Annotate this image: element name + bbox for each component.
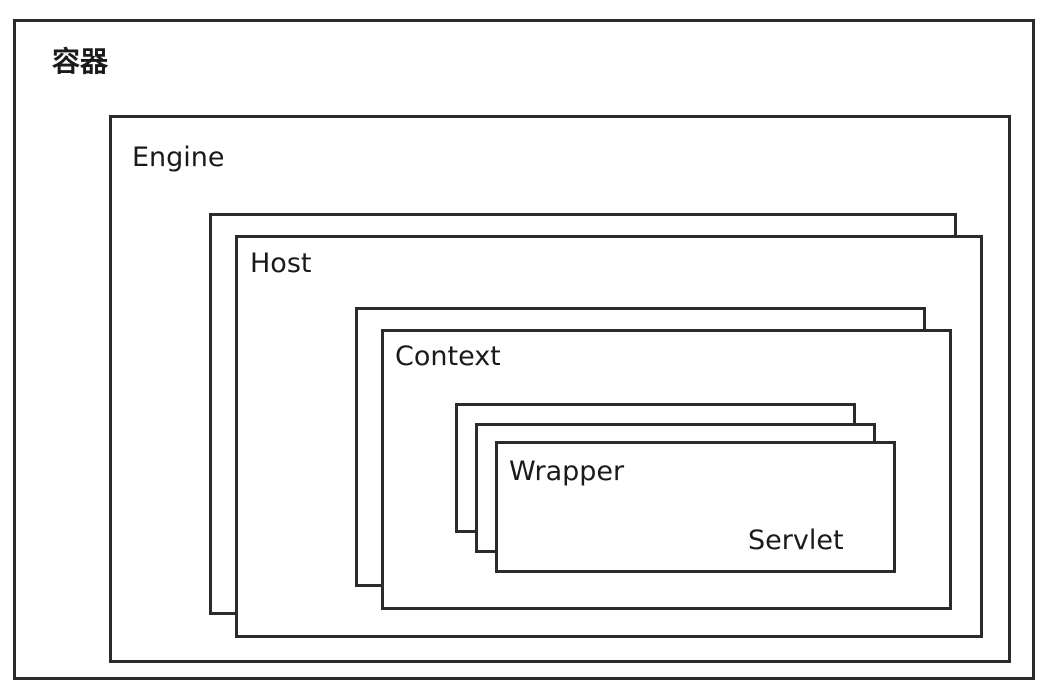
- context-label: Context: [395, 341, 501, 372]
- wrapper-label: Wrapper: [509, 456, 625, 487]
- wrapper-box: Wrapper Servlet: [495, 441, 896, 573]
- host-label: Host: [250, 248, 312, 279]
- engine-label: Engine: [132, 142, 225, 173]
- servlet-label: Servlet: [748, 525, 844, 556]
- container-label: 容器: [52, 45, 109, 78]
